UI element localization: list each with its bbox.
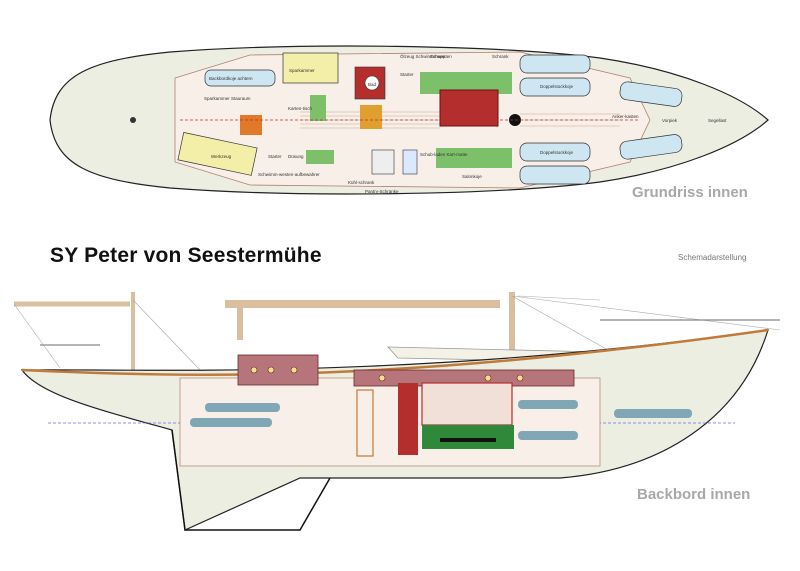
quarter-bunk-side: [190, 418, 272, 427]
cockpit-locker-top: [282, 52, 339, 84]
label-schub: Schub-laden Kart-matte: [420, 152, 468, 157]
stool-1: [240, 115, 262, 135]
saloon-back: [421, 382, 513, 426]
saloon-bench-side: [422, 425, 514, 449]
label-starter2: Starter: [400, 72, 414, 77]
label-doppelkoje-2: Doppelstockkoje: [540, 150, 574, 155]
vorpiek-bunk: [614, 409, 692, 418]
galley-sink: [402, 149, 418, 175]
fwd-bunk-upper: [518, 400, 578, 409]
aft-locker-bot: [177, 131, 258, 176]
label-oelzeug: Ölzeug Schwinmmwesten: [400, 53, 452, 59]
label-werkzeug: Werkzeug: [211, 154, 232, 159]
label-schrank: Schrank: [492, 54, 509, 59]
label-backbord-aft: Backbordkoje achtern: [209, 76, 253, 81]
label-schwimmwesten: Schwimm-westen-aufbewahrer: [258, 172, 320, 177]
aft-bunk-side: [205, 403, 280, 412]
label-starter: Starter: [268, 154, 282, 159]
mast-foot-aft: [130, 117, 136, 123]
subtitle-label: Schemadarstellung: [678, 253, 747, 262]
deck-rail: [40, 319, 780, 346]
label-bad: Bad: [368, 82, 377, 87]
label-segellast: Segellast: [708, 118, 727, 123]
page-title: SY Peter von Seestermühe: [50, 244, 322, 267]
saloon-table-side: [440, 438, 496, 442]
label-salonkoje-bot: Salonkoje: [462, 174, 482, 179]
label-pantry: Pantry-Schränke: [365, 189, 399, 194]
deck-sheer: [21, 328, 769, 376]
toilet: [364, 75, 380, 91]
saloon-settee-bot: [436, 148, 512, 168]
saloon-table: [439, 89, 499, 127]
fwd-bunk-lower: [518, 431, 578, 440]
aft-berth-top: [204, 69, 276, 87]
label-sparkammer: Sparkammer: [289, 68, 315, 73]
chart-table: [310, 95, 326, 121]
side-caption: Backbord innen: [637, 486, 751, 503]
keel: [171, 429, 331, 531]
label-schapp: Schapp: [430, 54, 446, 59]
red-door: [398, 383, 418, 455]
label-duesung: Düsung: [288, 154, 304, 159]
label-doppelkoje-1: Doppelstockkoje: [540, 84, 574, 89]
nav-seat: [360, 105, 382, 129]
plan-view: Backbordkoje achtern Sparkammer Sparkamm…: [49, 45, 769, 195]
label-kartentisch: Karten-tisch: [288, 106, 313, 111]
label-ankerkasten: Anker-kasten: [612, 114, 639, 119]
forward-bunks: [519, 54, 683, 185]
plan-labels: Backbordkoje achtern Sparkammer Sparkamm…: [204, 53, 727, 194]
plan-caption: Grundriss innen: [632, 184, 748, 201]
doghouse: [237, 354, 319, 386]
galley-stove: [371, 149, 395, 175]
saloon-settee-top: [420, 72, 512, 94]
portholes: [250, 366, 524, 382]
label-kuehlschrank: Kühl-schrank: [348, 180, 375, 185]
fridge: [306, 150, 334, 164]
side-view: [13, 292, 781, 531]
label-vorpiek: Vorpiek: [662, 118, 678, 123]
ladder: [356, 389, 374, 457]
label-stauraum: Sparkammer Stauraum: [204, 96, 251, 101]
